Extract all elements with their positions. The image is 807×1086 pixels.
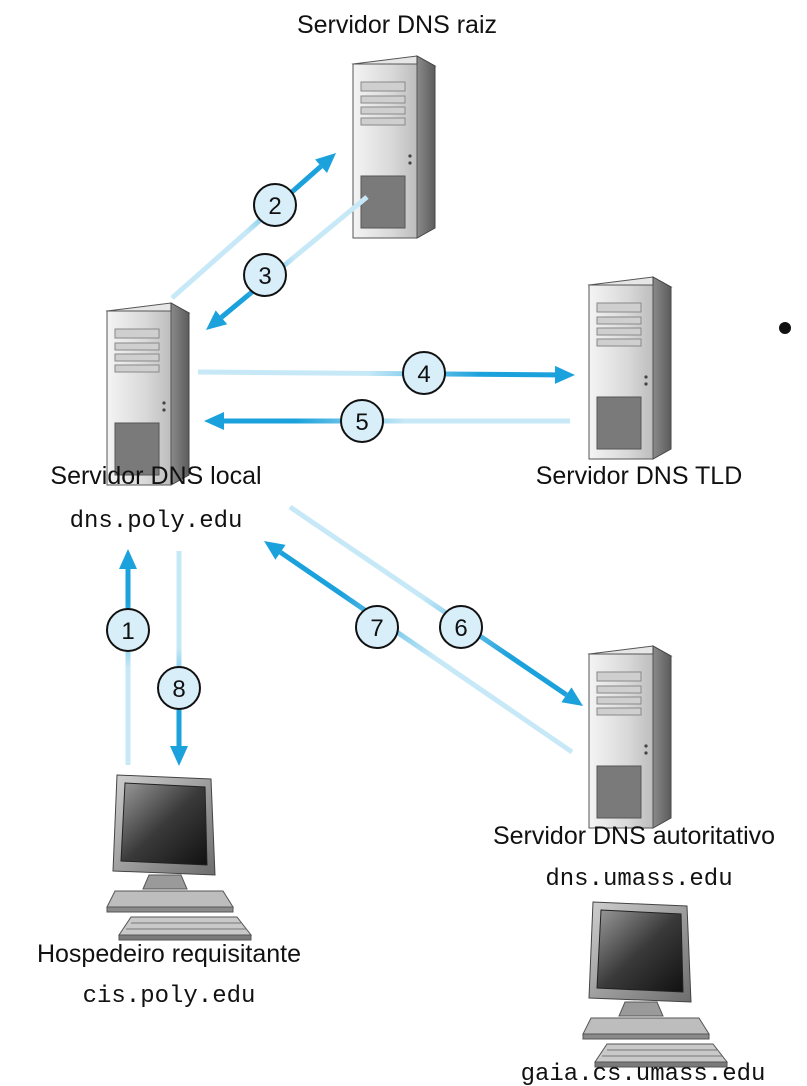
authoritative-dns-host: dns.umass.edu [545, 866, 732, 893]
step-badge-2: 2 [253, 183, 297, 227]
arrow-step-3 [206, 195, 369, 330]
arrow-shaft [279, 550, 574, 755]
badge-circle [157, 666, 201, 710]
step-badge-7: 7 [355, 605, 399, 649]
badge-circle [439, 605, 483, 649]
step-number: 8 [172, 676, 185, 703]
tld-dns-label: Servidor DNS TLD [536, 462, 743, 490]
server-icon [352, 55, 436, 239]
arrow-step-2 [170, 153, 336, 300]
step-badge-5: 5 [340, 399, 384, 443]
arrow-head [170, 746, 188, 766]
arrow-step-8 [170, 551, 188, 766]
server-icon [106, 302, 190, 486]
badge-circle [402, 351, 446, 395]
step-badge-4: 4 [402, 351, 446, 395]
arrow-shaft [170, 164, 323, 300]
authoritative-dns-label: Servidor DNS autoritativo [493, 822, 775, 850]
badge-circle [355, 605, 399, 649]
local-dns-label: Servidor DNS local [50, 462, 261, 490]
arrow-head [264, 541, 286, 560]
server-icon [588, 276, 672, 460]
arrow-step-4 [197, 365, 575, 384]
step-number: 5 [355, 409, 368, 436]
root-dns-server: Servidor DNS raiz [297, 11, 497, 239]
local-dns-server: Servidor DNS local dns.poly.edu [50, 302, 262, 535]
computer-icon [106, 774, 252, 941]
step-number: 4 [417, 361, 430, 388]
badge-circle [106, 608, 150, 652]
arrow-step-5 [204, 412, 570, 430]
step-number: 7 [370, 615, 383, 642]
tld-dns-server: Servidor DNS TLD [536, 276, 743, 490]
arrow-head [206, 310, 228, 330]
target-host: gaia.cs.umass.edu [521, 901, 766, 1086]
requesting-host: Hospedeiro requisitante cis.poly.edu [37, 774, 301, 1010]
arrows [119, 153, 583, 766]
step-badge-8: 8 [157, 666, 201, 710]
step-number: 3 [258, 263, 271, 290]
authoritative-dns-server: Servidor DNS autoritativo dns.umass.edu [493, 645, 775, 893]
step-number: 6 [454, 615, 467, 642]
server-icon [588, 645, 672, 829]
arrow-step-7 [264, 541, 574, 755]
root-dns-label: Servidor DNS raiz [297, 11, 497, 39]
arrow-head [204, 412, 224, 430]
badge-circle [243, 253, 287, 297]
step-number: 1 [121, 618, 134, 645]
step-badge-3: 3 [243, 253, 287, 297]
arrow-shaft [219, 195, 369, 320]
arrow-head [315, 153, 336, 173]
bullet-dot [779, 322, 791, 334]
step-number: 2 [268, 193, 281, 220]
badge-circle [253, 183, 297, 227]
arrow-head [561, 687, 583, 706]
arrow-shaft [288, 504, 568, 697]
step-badge-1: 1 [106, 608, 150, 652]
local-dns-host: dns.poly.edu [70, 508, 243, 535]
arrow-head [554, 365, 575, 384]
computer-icon [582, 901, 728, 1068]
arrow-step-1 [119, 549, 137, 765]
arrow-shaft [197, 369, 556, 378]
step-badges: 2 3 4 5 6 7 1 8 [106, 183, 483, 710]
badge-circle [340, 399, 384, 443]
target-host-name: gaia.cs.umass.edu [521, 1061, 766, 1086]
arrow-step-6 [288, 504, 583, 706]
requesting-host-name: cis.poly.edu [83, 983, 256, 1010]
requesting-host-label: Hospedeiro requisitante [37, 940, 301, 968]
arrow-head [119, 549, 137, 569]
step-badge-6: 6 [439, 605, 483, 649]
